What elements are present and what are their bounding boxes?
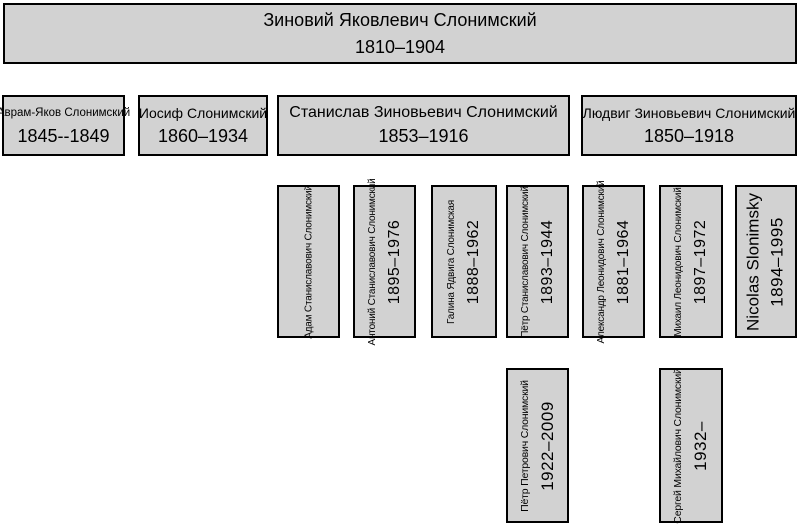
person-dates: 1894–1995 [767, 216, 787, 307]
person-dates: 1850–1918 [643, 126, 735, 146]
person-name: Михаил Леонидович Слонимский [673, 186, 684, 337]
person-box-avram-yakov: Аврам-Яков Слонимский 1845--1849 [0, 95, 130, 156]
person-name: Nicolas Slonimsky [743, 192, 763, 331]
person-name: Станислав Зиновьевич Слонимский [289, 104, 558, 121]
person-dates: 1895–1976 [385, 219, 403, 304]
person-name: Адам Станиславович Слонимский [303, 184, 314, 339]
person-box-root: Зиновий Яковлевич Слонимский 1810–1904 [3, 3, 797, 64]
person-dates: 1881–1964 [614, 219, 632, 304]
person-box-pyotr-petrovich: Пётр Петрович Слонимский 1922–2009 [506, 368, 569, 523]
person-box-galina: Галина Ядвига Слонимская 1888–1962 [431, 185, 497, 338]
rotated-label: Михаил Леонидович Слонимский 1897–1972 [669, 187, 713, 336]
person-name: Аврам-Яков Слонимский [0, 107, 131, 119]
person-name: Антоний Станиславович Слонимский [366, 178, 378, 345]
person-dates: 1810–1904 [354, 36, 446, 57]
person-name: Зиновий Яковлевич Слонимский [263, 9, 537, 30]
person-name: Пётр Станиславович Слонимский [519, 185, 531, 338]
person-box-mikhail: Михаил Леонидович Слонимский 1897–1972 [659, 185, 723, 338]
rotated-label: Александр Леонидович Слонимский 1881–196… [592, 180, 636, 343]
person-dates: 1888–1962 [465, 219, 482, 304]
person-name: Александр Леонидович Слонимский [595, 180, 607, 343]
person-name: Галина Ядвига Слонимская [446, 199, 457, 324]
person-name: Пётр Петрович Слонимский [518, 379, 531, 512]
person-dates: 1845--1849 [17, 126, 110, 146]
person-box-antoniy: Антоний Станиславович Слонимский 1895–19… [353, 178, 416, 345]
person-dates: 1897–1972 [692, 219, 709, 304]
person-dates: 1932– [691, 420, 710, 471]
rotated-label: Пётр Петрович Слонимский 1922–2009 [516, 380, 560, 512]
person-dates: 1922–2009 [537, 400, 557, 491]
person-dates: 1860–1934 [157, 126, 249, 146]
person-box-lyudvig: Людвиг Зиновьевич Слонимский 1850–1918 [581, 95, 797, 156]
person-name: Сергей Михайлович Слонимский [672, 367, 684, 524]
person-dates: 1893–1944 [538, 219, 556, 304]
person-box-adam: Адам Станиславович Слонимский [277, 185, 340, 338]
person-box-pyotr-stanislavovich: Пётр Станиславович Слонимский 1893–1944 [506, 185, 569, 338]
person-box-stanislav: Станислав Зиновьевич Слонимский 1853–191… [277, 95, 570, 156]
rotated-label: Nicolas Slonimsky 1894–1995 [743, 193, 790, 331]
person-name: Иосиф Слонимский [138, 105, 268, 121]
person-box-sergey: Сергей Михайлович Слонимский 1932– [659, 368, 723, 523]
rotated-label: Антоний Станиславович Слонимский 1895–19… [363, 178, 407, 345]
rotated-label: Галина Ядвига Слонимская 1888–1962 [442, 200, 486, 324]
person-box-iosif: Иосиф Слонимский 1860–1934 [138, 95, 268, 156]
person-box-aleksandr: Александр Леонидович Слонимский 1881–196… [582, 180, 645, 343]
rotated-label: Сергей Михайлович Слонимский 1932– [669, 368, 713, 523]
rotated-label: Адам Станиславович Слонимский [299, 185, 318, 339]
person-dates: 1853–1916 [378, 126, 469, 146]
person-name: Людвиг Зиновьевич Слонимский [582, 105, 796, 121]
rotated-label: Пётр Станиславович Слонимский 1893–1944 [516, 186, 560, 338]
person-box-nicolas: Nicolas Slonimsky 1894–1995 [735, 185, 797, 338]
